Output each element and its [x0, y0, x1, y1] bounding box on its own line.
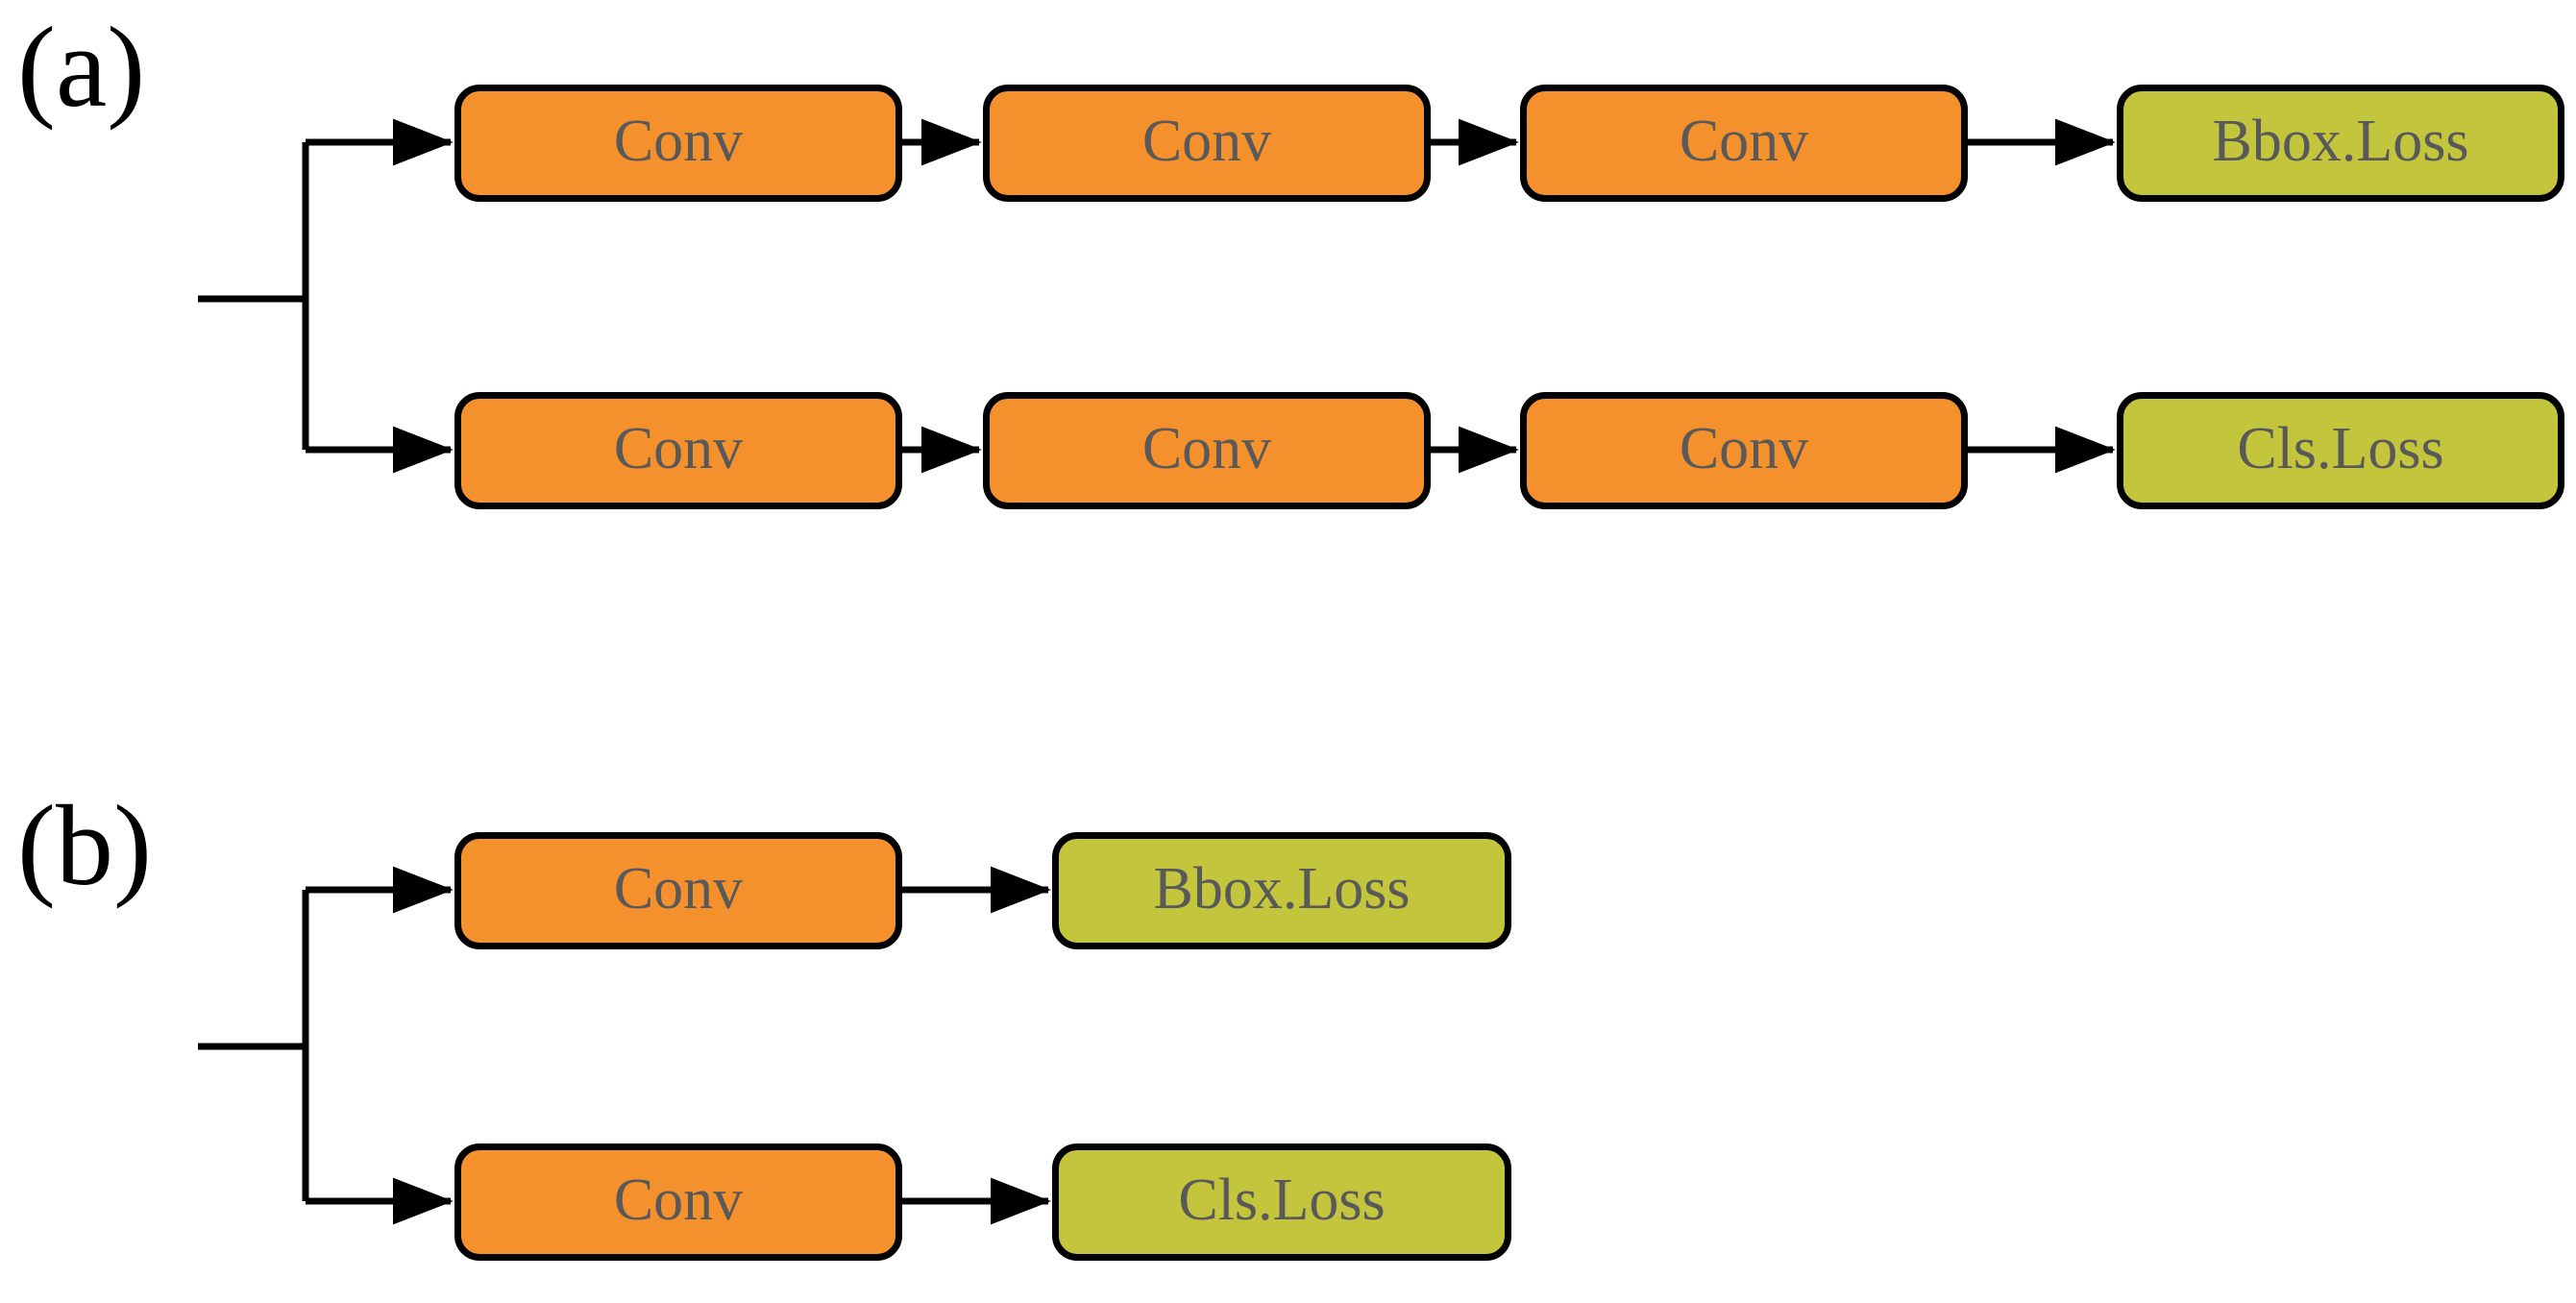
- conv-a1: Conv: [454, 85, 902, 202]
- conv-a5-label: Conv: [1141, 416, 1272, 481]
- conv-b2: Conv: [454, 1143, 902, 1261]
- panel-label-a: (a): [17, 3, 146, 131]
- conv-a2-label: Conv: [1141, 109, 1272, 174]
- conv-b2-label: Conv: [613, 1168, 744, 1233]
- conv-b1: Conv: [454, 832, 902, 949]
- cls-loss-a: Cls.Loss: [2117, 392, 2564, 509]
- conv-a6-label: Conv: [1679, 416, 1809, 481]
- cls-loss-b: Cls.Loss: [1052, 1143, 1511, 1261]
- bbox-loss-a-label: Bbox.Loss: [2212, 109, 2469, 174]
- bbox-loss-a: Bbox.Loss: [2117, 85, 2564, 202]
- conv-a4: Conv: [454, 392, 902, 509]
- conv-a2: Conv: [983, 85, 1431, 202]
- cls-loss-b-label: Cls.Loss: [1178, 1168, 1386, 1233]
- conv-a4-label: Conv: [613, 416, 744, 481]
- conv-a3: Conv: [1520, 85, 1968, 202]
- conv-b1-label: Conv: [613, 856, 744, 922]
- bbox-loss-b: Bbox.Loss: [1052, 832, 1511, 949]
- conv-a5: Conv: [983, 392, 1431, 509]
- conv-a3-label: Conv: [1679, 109, 1809, 174]
- conv-a6: Conv: [1520, 392, 1968, 509]
- cls-loss-a-label: Cls.Loss: [2237, 416, 2444, 481]
- conv-a1-label: Conv: [613, 109, 744, 174]
- bbox-loss-b-label: Bbox.Loss: [1153, 856, 1411, 922]
- panel-label-b: (b): [17, 781, 152, 909]
